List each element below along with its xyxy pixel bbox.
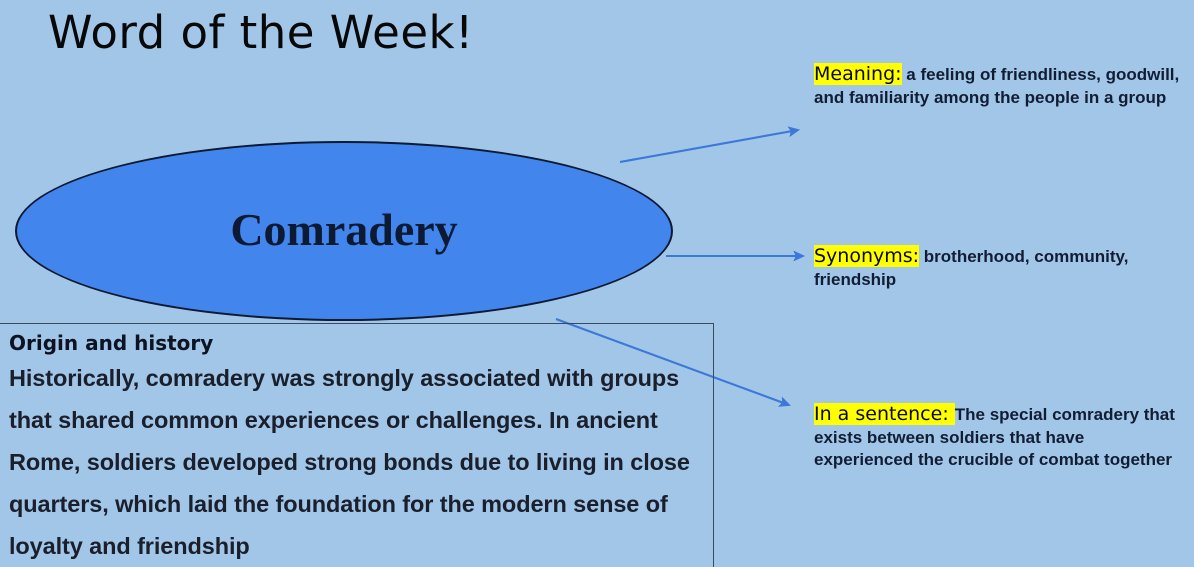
origin-and-history-box: Origin and history Historically, comrade…: [0, 323, 714, 567]
info-block-sentence: In a sentence: The special comradery tha…: [814, 403, 1182, 472]
synonyms-text: brotherhood, community, friendship: [814, 247, 1129, 289]
synonyms-label: Synonyms:: [814, 245, 920, 267]
meaning-label: Meaning:: [814, 63, 902, 85]
word-ellipse: Comradery: [15, 141, 673, 321]
meaning-text: a feeling of friendliness, goodwill, and…: [814, 65, 1180, 107]
info-block-synonyms: Synonyms: brotherhood, community, friend…: [814, 245, 1182, 291]
synonyms-paragraph: Synonyms: brotherhood, community, friend…: [814, 245, 1182, 291]
sentence-label: In a sentence:: [814, 403, 955, 425]
meaning-paragraph: Meaning: a feeling of friendliness, good…: [814, 63, 1182, 109]
sentence-paragraph: In a sentence: The special comradery tha…: [814, 403, 1182, 472]
origin-body-text: Historically, comradery was strongly ass…: [9, 365, 690, 559]
page-title: Word of the Week!: [48, 6, 474, 59]
arrow-to-meaning: [619, 126, 801, 164]
word-label: Comradery: [230, 204, 458, 255]
origin-heading: Origin and history: [9, 331, 214, 355]
sentence-text: The special comradery that exists betwee…: [814, 405, 1175, 469]
info-block-meaning: Meaning: a feeling of friendliness, good…: [814, 63, 1182, 109]
